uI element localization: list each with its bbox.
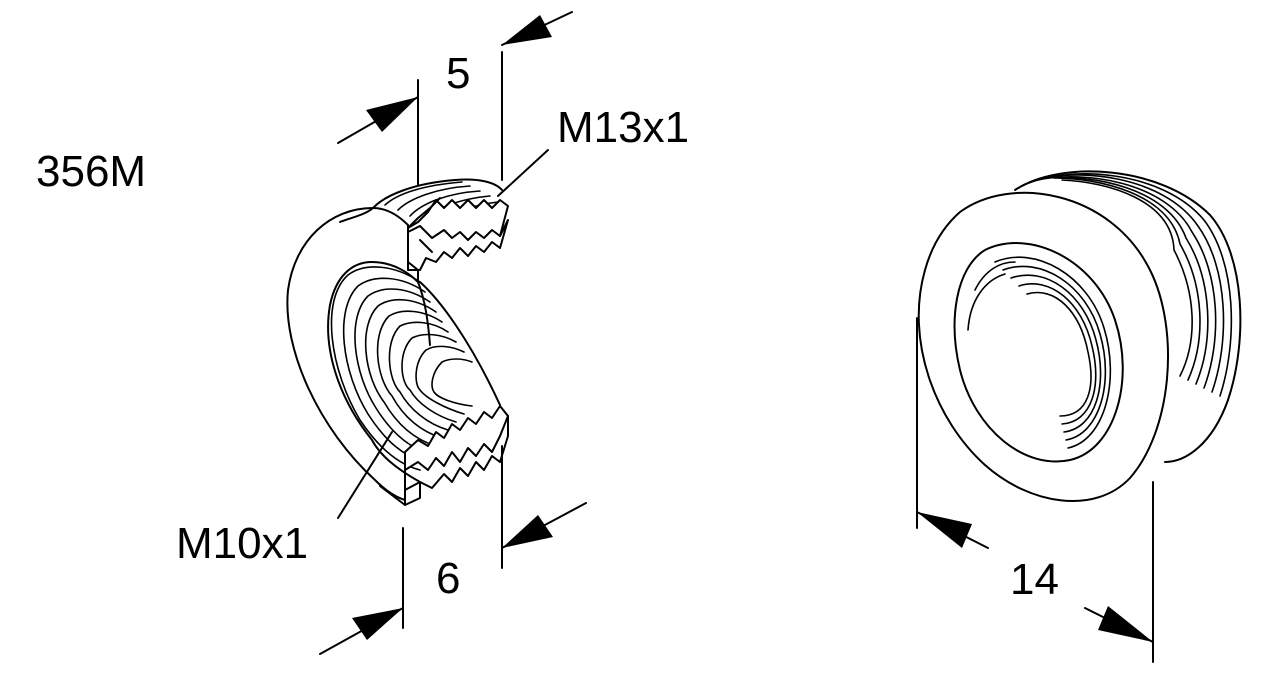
full-reducer-view: [917, 170, 1242, 503]
cutaway-reducer-view: [286, 178, 509, 506]
leader-line: [497, 149, 549, 197]
dimension-6: 6: [319, 445, 587, 655]
leader-line: [337, 431, 393, 519]
callout-m10x1: M10x1: [176, 431, 393, 568]
bore-threads: [967, 256, 1112, 449]
front-flange-ring: [917, 191, 1169, 503]
arrow-head: [1098, 606, 1153, 642]
top-cut-section: [407, 197, 509, 271]
inner-thread-label: M10x1: [176, 519, 308, 568]
arrow-head: [366, 97, 418, 132]
threaded-body: [1014, 170, 1242, 463]
arrow-head: [502, 15, 552, 45]
bottom-cut-section: [379, 405, 509, 506]
arrow-head: [917, 512, 972, 548]
dimension-6-label: 6: [436, 554, 460, 603]
arrow-head: [502, 515, 553, 548]
dimension-5: 5: [337, 11, 573, 186]
inner-bore-threads: [330, 266, 501, 471]
part-number-label: 356M: [36, 147, 146, 196]
outer-thread-label: M13x1: [557, 103, 689, 152]
dimension-14: 14: [916, 317, 1154, 663]
dimension-5-label: 5: [446, 49, 470, 98]
callout-m13x1: M13x1: [497, 103, 689, 197]
flange-face: [286, 207, 421, 501]
dimension-14-label: 14: [1010, 555, 1059, 604]
arrow-head: [352, 608, 403, 640]
